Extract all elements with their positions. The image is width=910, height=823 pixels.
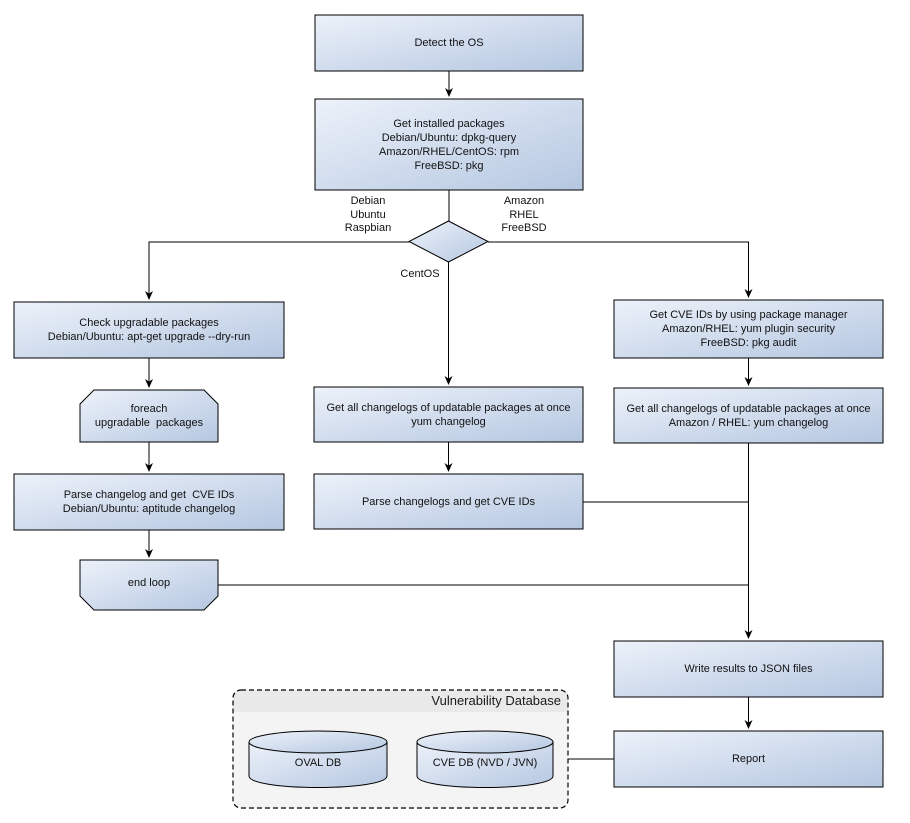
cve-db-cylinder — [416, 741, 554, 789]
get-installed-packages-label: Get installed packages Debian/Ubuntu: dp… — [379, 117, 519, 172]
edge-diamond-to-check-upgradable — [145, 241, 409, 300]
get-cve-ids-label: Get CVE IDs by using package manager Ama… — [649, 309, 848, 349]
report-box — [613, 730, 884, 788]
parse-changelog-left-label: Parse changelog and get CVE IDs Debian/U… — [62, 489, 236, 515]
end-loop-label: end loop — [127, 577, 171, 589]
write-results-box — [613, 640, 884, 698]
get-cve-ids-box — [613, 299, 884, 359]
foreach-loop-label: foreach upgradable packages — [94, 403, 204, 429]
get-installed-packages-box — [314, 98, 584, 191]
cve-db-cylinder-top — [416, 730, 554, 754]
branch-label-centos: CentOS — [400, 268, 440, 280]
detect-os-box — [314, 14, 584, 72]
oval-db-label: OVAL DB — [294, 757, 342, 769]
foreach-loop-shape — [79, 389, 219, 443]
parse-changelog-left-box — [13, 473, 285, 531]
connectors — [145, 71, 753, 760]
get-changelogs-centos-label: Get all changelogs of updatable packages… — [326, 401, 571, 428]
check-upgradable-box — [13, 301, 285, 359]
get-changelogs-centos-box — [313, 386, 584, 443]
report-label: Report — [731, 753, 766, 765]
detect-os-label: Detect the OS — [414, 37, 484, 49]
get-changelogs-amazon-box — [613, 387, 884, 444]
end-loop-shape — [79, 559, 219, 611]
edge-diamond-to-get-cve-ids — [488, 241, 753, 298]
parse-changelogs-centos-box — [313, 473, 584, 530]
write-results-label: Write results to JSON files — [684, 663, 813, 675]
oval-db-cylinder — [248, 741, 388, 789]
branch-label-debian: Debian Ubuntu Raspbian — [344, 195, 392, 234]
branch-label-amazon: Amazon RHEL FreeBSD — [501, 195, 547, 234]
check-upgradable-label: Check upgradable packages Debian/Ubuntu:… — [47, 317, 251, 343]
os-decision-diamond — [407, 220, 490, 263]
parse-changelogs-centos-label: Parse changelogs and get CVE IDs — [361, 495, 536, 508]
oval-db-cylinder-top — [248, 730, 388, 754]
get-changelogs-amazon-label: Get all changelogs of updatable packages… — [626, 402, 871, 429]
vulnerability-database-title: Vulnerability Database — [431, 693, 561, 708]
cve-db-label: CVE DB (NVD / JVN) — [432, 757, 538, 769]
